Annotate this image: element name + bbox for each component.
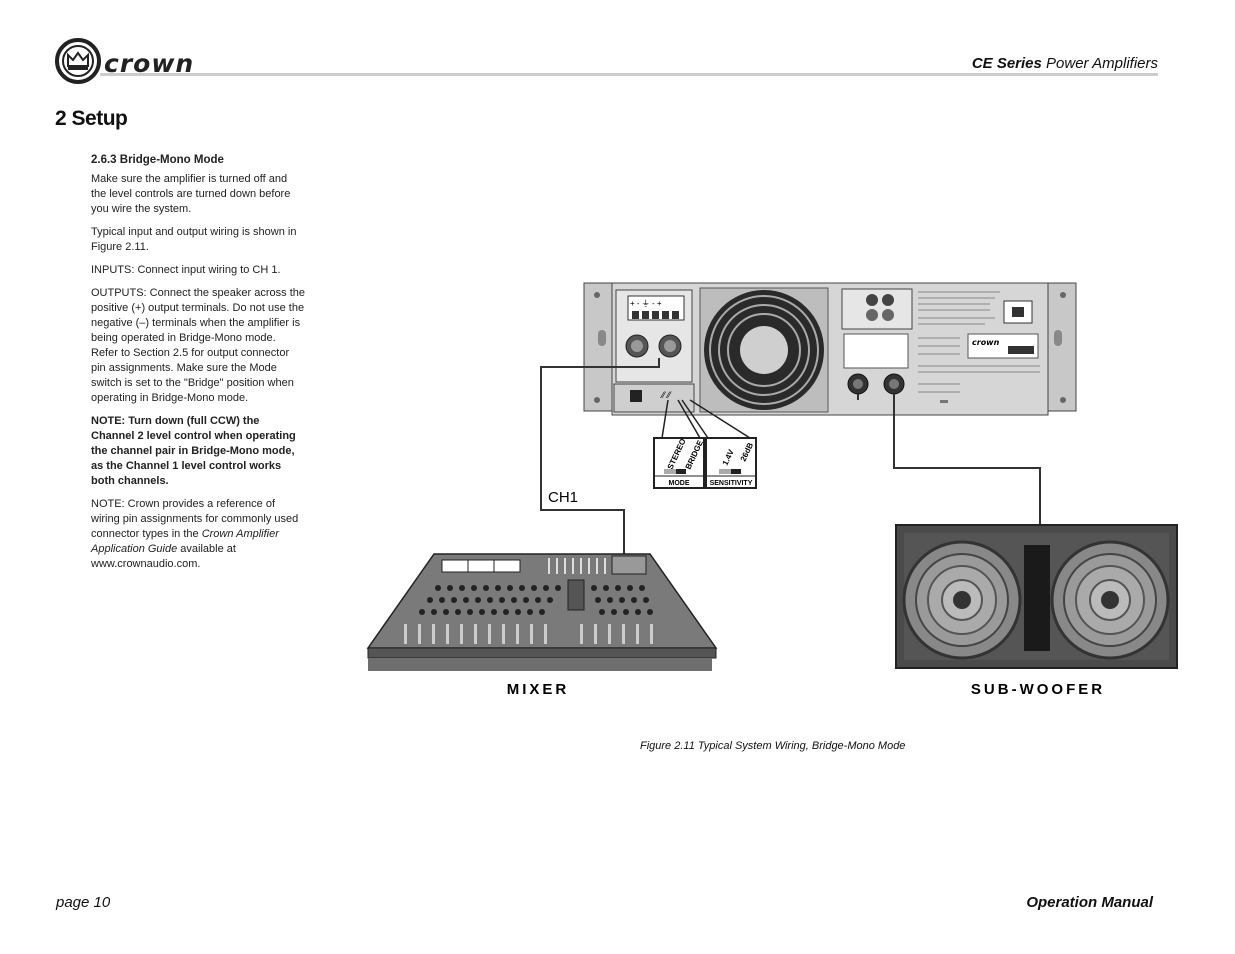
sensitivity-switch-detail: 1.4V 26dB SENSITIVITY bbox=[705, 437, 757, 489]
section-title: 2 Setup bbox=[55, 107, 128, 130]
paragraph-1: Make sure the amplifier is turned off an… bbox=[91, 173, 291, 215]
mode-label: MODE bbox=[669, 480, 690, 487]
paragraph-2: Typical input and output wiring is shown… bbox=[91, 226, 297, 253]
paragraph-inputs: INPUTS: Connect input wiring to CH 1. bbox=[91, 264, 281, 276]
subsection-heading: 2.6.3 Bridge-Mono Mode bbox=[91, 154, 224, 166]
note-text-a: NOTE: Crown provides a reference of wiri… bbox=[91, 498, 299, 540]
subwoofer-label: SUB-WOOFER bbox=[971, 681, 1105, 698]
ch1-label: CH1 bbox=[548, 489, 578, 506]
sensitivity-label: SENSITIVITY bbox=[710, 480, 753, 487]
svg-text:+ - ⏚ - +: + - ⏚ - + bbox=[630, 299, 662, 308]
mixer-illustration bbox=[366, 553, 718, 671]
svg-text:crown: crown bbox=[972, 338, 1000, 347]
note-text-b: available at www.crownaudio.com. bbox=[91, 543, 236, 570]
body-column: 2.6.3 Bridge-Mono Mode Make sure the amp… bbox=[91, 153, 305, 580]
wiring-diagram: + - ⏚ - + ⁄⁄ ⁄⁄ c bbox=[366, 282, 1178, 698]
figure-caption: Figure 2.11 Typical System Wiring, Bridg… bbox=[640, 740, 906, 752]
series-title-rest: Power Amplifiers bbox=[1041, 55, 1158, 72]
manual-title: Operation Manual bbox=[1026, 894, 1153, 911]
series-title-bold: CE Series bbox=[971, 55, 1042, 72]
page-number: page 10 bbox=[56, 894, 111, 911]
paragraph-outputs: OUTPUTS: Connect the speaker across the … bbox=[91, 287, 305, 404]
crown-logo-icon bbox=[55, 38, 101, 84]
note-crown-reference: NOTE: Crown provides a reference of wiri… bbox=[91, 497, 305, 572]
switch-callout bbox=[661, 399, 751, 439]
mixer-label: MIXER bbox=[507, 681, 570, 698]
ch1-input-cable bbox=[540, 358, 660, 554]
application-guide-title: Crown Amplifier Application Guide bbox=[91, 528, 279, 555]
mode-switch-detail: STEREO BRIDGE MODE bbox=[653, 437, 705, 489]
note-level-control: NOTE: Turn down (full CCW) the Channel 2… bbox=[91, 415, 296, 487]
amplifier-rear-panel: + - ⏚ - + ⁄⁄ ⁄⁄ c bbox=[583, 282, 1077, 416]
svg-text:⁄⁄ ⁄⁄: ⁄⁄ ⁄⁄ bbox=[660, 390, 672, 400]
subwoofer-illustration bbox=[895, 524, 1178, 669]
header-rule bbox=[100, 73, 1158, 76]
series-title: CE Series Power Amplifiers bbox=[972, 55, 1158, 72]
speaker-output-cable bbox=[857, 394, 1041, 525]
